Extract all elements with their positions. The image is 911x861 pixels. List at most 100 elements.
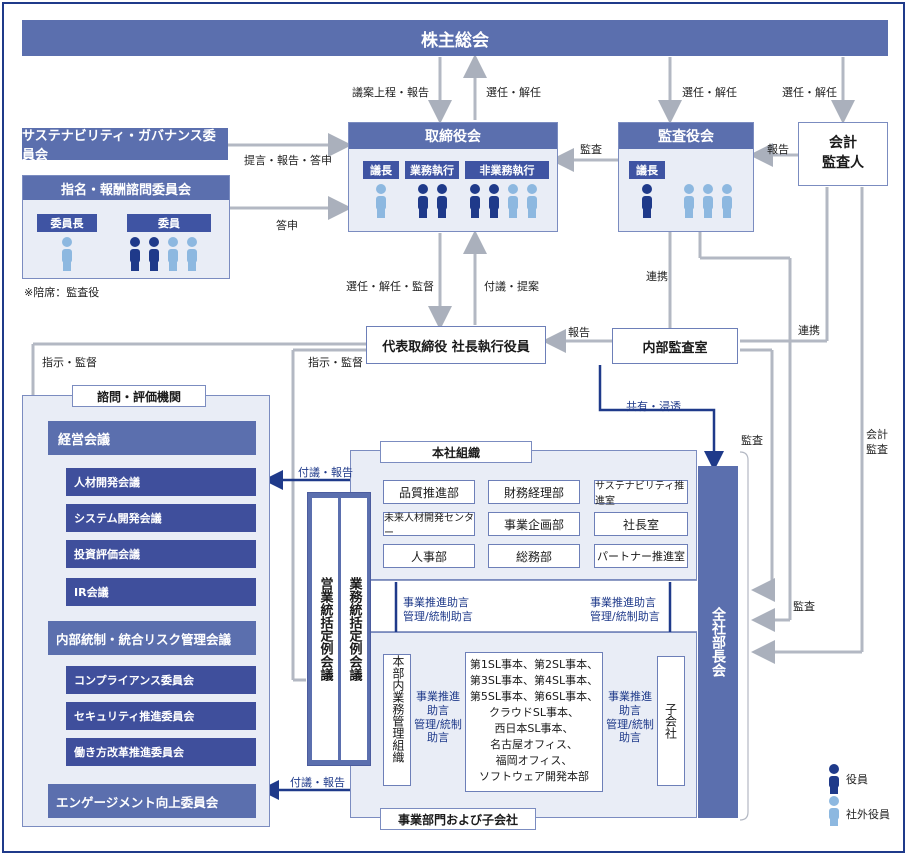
- lbl-answer: 答申: [276, 219, 298, 232]
- lbl-refer-report-1: 付議・報告: [298, 466, 353, 479]
- hq-title: 本社組織: [380, 441, 532, 463]
- person-icon-officer: [642, 184, 652, 218]
- lbl-instruct-2: 指示・監督: [308, 356, 363, 369]
- person-icon-outside: [168, 237, 178, 271]
- lbl-acct-audit: 会計 監査: [866, 428, 888, 456]
- lbl-refer-report-2: 付議・報告: [290, 776, 345, 789]
- risk-meeting-label: 内部統制・統合リスク管理会議: [56, 631, 232, 647]
- risk-sub-1: コンプライアンス委員会: [66, 666, 256, 694]
- lbl-advice-v-right: 事業推進 助言 管理/統制 助言: [606, 690, 654, 745]
- risk-management-meeting: 内部統制・統合リスク管理会議: [48, 621, 256, 655]
- board-title: 取締役会: [349, 123, 557, 149]
- audit-board-title: 監査役会: [619, 123, 753, 149]
- dept-quality: 品質推進部: [383, 480, 475, 504]
- legend-outside-icon: [829, 796, 839, 826]
- board-people-icons: [376, 184, 537, 218]
- outer-frame: [2, 2, 905, 853]
- advisory-title: 諮問・評価機関: [72, 385, 206, 407]
- mgmt-sub-3: 投資評価会議: [66, 540, 256, 568]
- lbl-cooperate-2: 連携: [798, 324, 820, 337]
- audit-chair-chip: 議長: [629, 161, 665, 179]
- lbl-audit-board: 監査: [580, 143, 602, 156]
- person-icon-officer: [470, 184, 480, 218]
- person-icon-officer: [437, 184, 447, 218]
- lbl-advice-v-left: 事業推進 助言 管理/統制 助言: [414, 690, 462, 745]
- lbl-advice-left: 事業推進助言 管理/統制助言: [403, 596, 473, 624]
- dept-general-affairs: 総務部: [488, 544, 580, 568]
- nom-members-chip: 委員: [127, 214, 211, 232]
- risk-sub-3: 働き方改革推進委員会: [66, 738, 256, 766]
- lbl-advice-right: 事業推進助言 管理/統制助言: [590, 596, 660, 624]
- audit-people-icons: [642, 184, 732, 218]
- shareholders-label: 株主総会: [421, 30, 489, 51]
- audit-board: 監査役会 議長: [618, 122, 754, 232]
- person-icon-outside: [187, 237, 197, 271]
- lbl-agenda-report: 議案上程・報告: [352, 86, 429, 99]
- legend-officer-label: 役員: [846, 773, 868, 786]
- person-icon-outside: [62, 237, 72, 271]
- nom-people-icons: [62, 237, 197, 271]
- all-department-heads: 全社部長会: [698, 466, 738, 818]
- dept-partner: パートナー推進室: [594, 544, 688, 568]
- management-meeting: 経営会議: [48, 421, 256, 455]
- person-icon-outside: [703, 184, 713, 218]
- dept-president-office: 社長室: [594, 512, 688, 536]
- internal-audit-office: 内部監査室: [612, 328, 738, 364]
- nom-note: ※陪席：監査役: [24, 286, 100, 299]
- subsidiaries: 子会社: [657, 656, 685, 786]
- lbl-elect-dismiss-3: 選任・解任: [782, 86, 837, 99]
- management-meeting-label: 経営会議: [58, 432, 111, 448]
- lbl-cooperate-1: 連携: [646, 270, 668, 283]
- lbl-report-auditor: 報告: [767, 143, 789, 156]
- shareholders-meeting: 株主総会: [22, 20, 888, 56]
- lbl-audit-ia: 監査: [793, 600, 815, 613]
- person-icon-outside: [527, 184, 537, 218]
- sales-meeting: 営業統括定例会議: [312, 498, 338, 760]
- person-icon-outside: [684, 184, 694, 218]
- person-icon-officer: [418, 184, 428, 218]
- ops-meeting: 業務統括定例会議: [341, 498, 367, 760]
- lbl-elect-dismiss-2: 選任・解任: [682, 86, 737, 99]
- sustainability-committee-label: サステナビリティ・ガバナンス委員会: [22, 129, 216, 163]
- board-chair-chip: 議長: [363, 161, 399, 179]
- ops-meeting-label: 業務統括定例会議: [346, 577, 362, 681]
- hq-ops-org: 本部内業務管理組織: [383, 654, 411, 786]
- accounting-auditor: 会計 監査人: [798, 122, 888, 186]
- board-nonexec-chip: 非業務執行: [465, 161, 549, 179]
- person-icon-officer: [130, 237, 140, 271]
- legend-officer-icon: [829, 764, 839, 794]
- dept-planning: 事業企画部: [488, 512, 580, 536]
- person-icon-outside: [508, 184, 518, 218]
- engagement-committee: エンゲージメント向上委員会: [48, 784, 256, 818]
- lbl-instruct-1: 指示・監督: [42, 356, 97, 369]
- board-exec-chip: 業務執行: [405, 161, 459, 179]
- dept-sustainability: サステナビリティ推進室: [594, 480, 688, 507]
- all-heads-label: 全社部長会: [710, 607, 726, 677]
- legend-icons: [829, 764, 839, 826]
- nom-committee-title: 指名・報酬諮問委員会: [23, 176, 229, 200]
- dept-finance: 財務経理部: [488, 480, 580, 504]
- ceo-box: 代表取締役 社長執行役員: [366, 326, 546, 364]
- lbl-elect-supervise: 選任・解任・監督: [346, 280, 434, 293]
- person-icon-outside: [722, 184, 732, 218]
- lbl-report-ceo: 報告: [568, 326, 590, 339]
- lbl-propose: 提言・報告・答申: [244, 154, 332, 167]
- mgmt-sub-4: IR会議: [66, 578, 256, 606]
- person-icon-officer: [149, 237, 159, 271]
- nom-chair-chip: 委員長: [37, 214, 97, 232]
- lbl-elect-dismiss-1: 選任・解任: [486, 86, 541, 99]
- sales-meeting-label: 営業統括定例会議: [317, 577, 333, 681]
- person-icon-outside: [376, 184, 386, 218]
- legend-outside-label: 社外役員: [846, 808, 890, 821]
- board-of-directors: 取締役会 議長 業務執行 非業務執行: [348, 122, 558, 232]
- business-units-list: 第1SL事本、第2SL事本、 第3SL事本、第4SL事本、 第5SL事本、第6S…: [465, 652, 603, 792]
- lbl-share: 共有・浸透: [626, 400, 681, 413]
- risk-sub-2: セキュリティ推進委員会: [66, 702, 256, 730]
- lbl-refer-propose: 付議・提案: [484, 280, 539, 293]
- engagement-label: エンゲージメント向上委員会: [56, 794, 219, 810]
- dept-hr: 人事部: [383, 544, 475, 568]
- mgmt-sub-1: 人材開発会議: [66, 468, 256, 496]
- bu-footer: 事業部門および子会社: [380, 808, 536, 830]
- mgmt-sub-2: システム開発会議: [66, 504, 256, 532]
- dept-future-talent: 未来人材開発センター: [383, 512, 475, 539]
